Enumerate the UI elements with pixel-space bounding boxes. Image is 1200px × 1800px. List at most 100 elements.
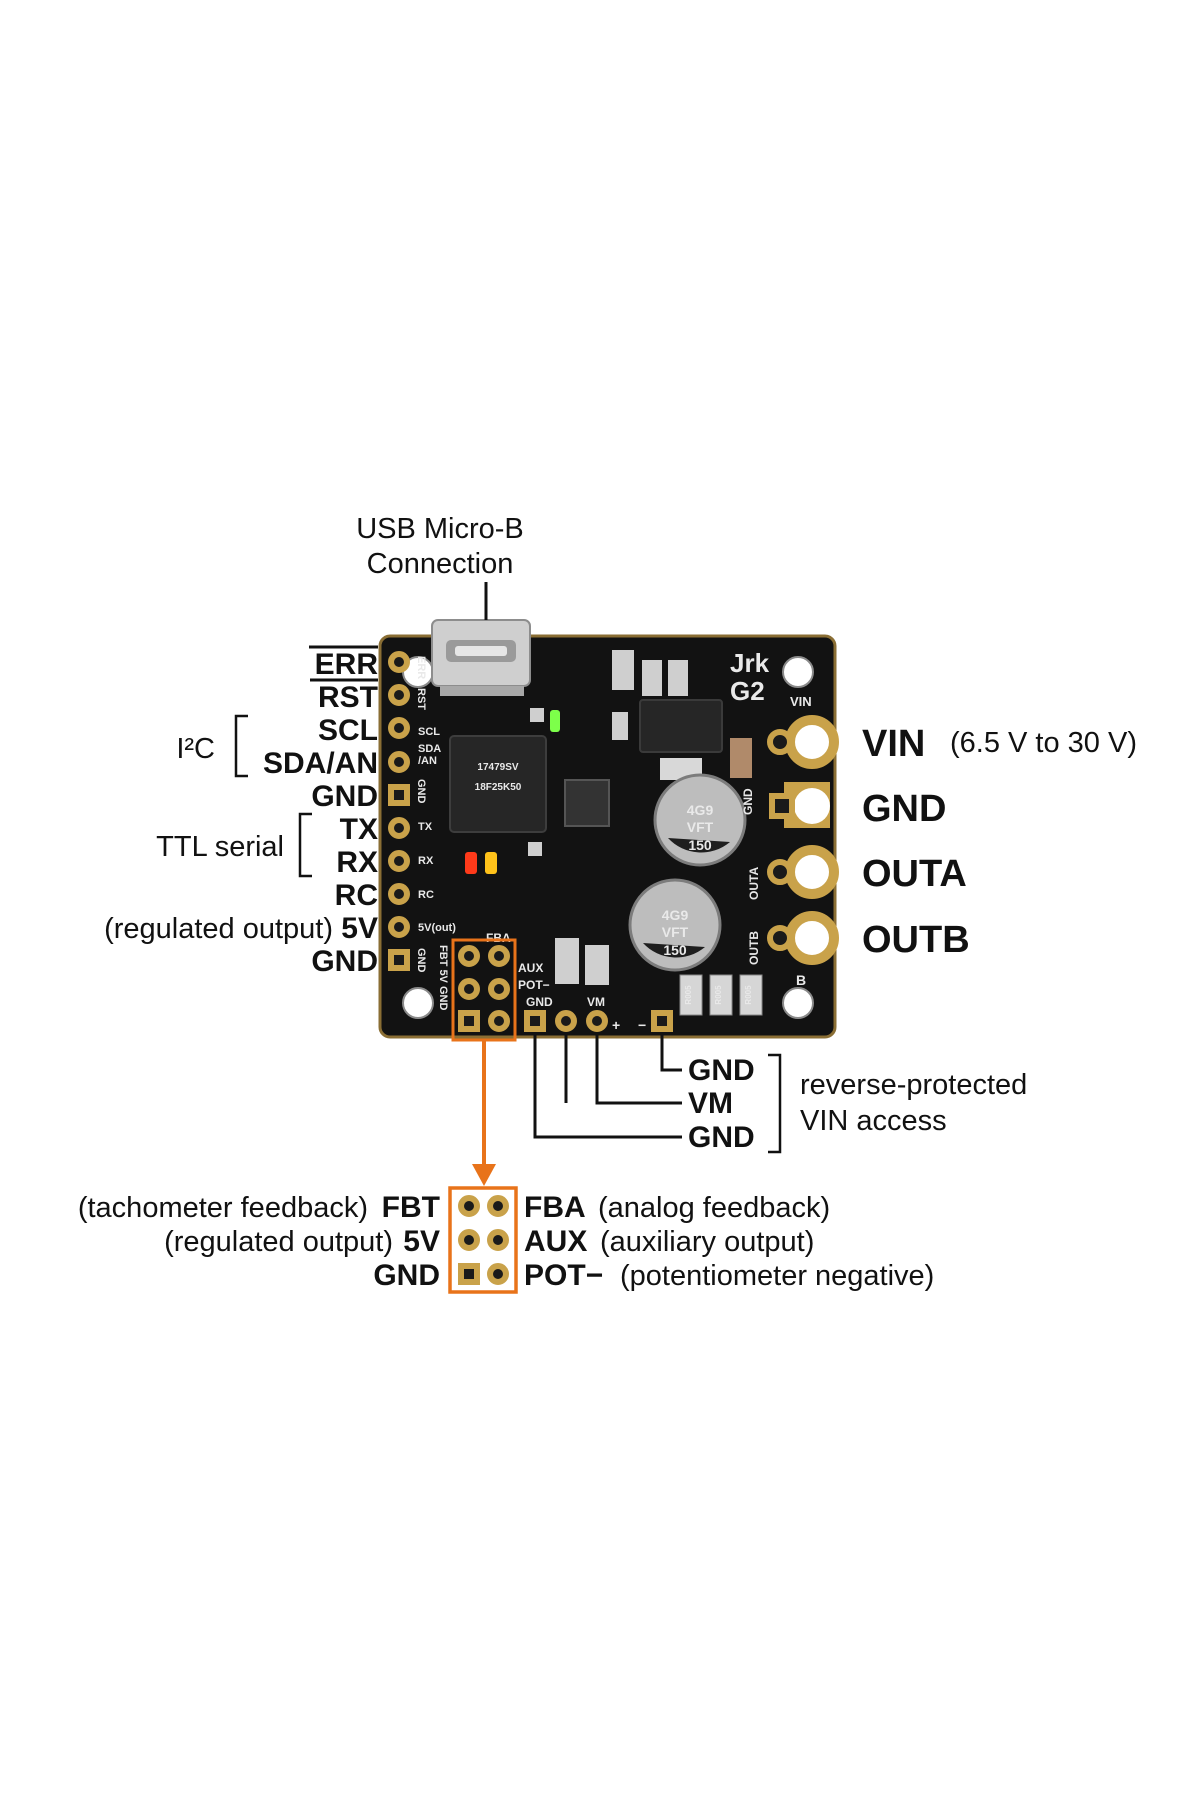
status-led-green [550, 710, 560, 732]
smd-component [585, 945, 609, 985]
left-header-pads [388, 651, 410, 971]
bottom-power-pads [524, 1010, 673, 1032]
silk-rc: RC [418, 889, 434, 901]
smd-component [530, 708, 544, 722]
silk-5vout: 5V(out) [418, 922, 456, 934]
header-label-aux: AUX [524, 1225, 587, 1258]
silk-gnd2: GND [415, 948, 427, 973]
mounting-hole [782, 656, 814, 688]
header-label-pot: POT− [524, 1259, 603, 1292]
silk-an: /AN [418, 755, 437, 767]
usb-micro-b-connector [431, 619, 531, 696]
silk-sda: SDA [418, 743, 441, 755]
electrolytic-capacitor-lower: 4G9 VFT 150 [628, 878, 722, 972]
silk-vm: VM [587, 995, 605, 1009]
header-label-fbt: FBT [382, 1191, 440, 1224]
silk-err: ERR [415, 656, 427, 679]
power-label-gnd-b: GND [688, 1121, 755, 1154]
silk-tx: TX [418, 821, 433, 833]
feedback-header-detail: FBT (tachometer feedback) 5V (regulated … [78, 1186, 934, 1294]
terminal-label-gnd: GND [862, 788, 946, 830]
silk-gnd-terminal: GND [741, 788, 755, 815]
header-desc-fba: (analog feedback) [598, 1192, 830, 1224]
ttl-serial-group: TTL serial [156, 812, 312, 878]
smd-component [612, 712, 628, 740]
pin-label-5v: 5V [341, 912, 378, 945]
feedback-header-pads-board [458, 945, 510, 1032]
header-desc-5v: (regulated output) [164, 1226, 393, 1258]
header-label-gnd: GND [373, 1259, 440, 1292]
smd-component [555, 938, 579, 984]
microcontroller-chip: 17479SV 18F25K50 [449, 735, 547, 833]
silk-aux: AUX [518, 961, 543, 975]
pin-label-rc: RC [335, 879, 378, 912]
header-label-fba: FBA [524, 1191, 586, 1224]
silk-pot: POT− [518, 978, 550, 992]
silk-brand-g2: G2 [730, 676, 765, 706]
usb-label-line2: Connection [367, 548, 514, 580]
circuit-board: 17479SV 18F25K50 4G9 VFT 150 [378, 619, 839, 1042]
ttl-serial-label: TTL serial [156, 831, 284, 863]
header-pad-5v [458, 1229, 480, 1251]
resistor-marking: R005 [744, 985, 753, 1005]
header-pad-gnd [458, 1263, 480, 1285]
vin-access-label: VIN access [800, 1105, 947, 1137]
silk-outb: OUTB [747, 931, 761, 965]
chip-marking: 17479SV [477, 762, 518, 773]
resistor-marking: R005 [714, 985, 723, 1005]
header-pad-fba [487, 1195, 509, 1217]
cap-code: 4G9 [687, 802, 714, 818]
sense-resistors: R005 R005 R005 [679, 974, 763, 1016]
power-label-gnd-a: GND [688, 1054, 755, 1087]
pin-label-rx: RX [336, 846, 378, 879]
power-label-vm: VM [688, 1087, 733, 1120]
header-pad-aux [487, 1229, 509, 1251]
pin-label-sda-an: SDA/AN [263, 747, 378, 780]
terminal-label-outb: OUTB [862, 919, 970, 961]
usb-label-line1: USB Micro-B [356, 513, 524, 545]
resistor-marking: R005 [684, 985, 693, 1005]
cap-value: 150 [663, 942, 687, 958]
right-terminal-labels: VIN (6.5 V to 30 V) GND OUTA OUTB [862, 723, 1137, 961]
pin-label-tx: TX [340, 813, 378, 846]
silk-brand-jrk: Jrk [730, 648, 770, 678]
mounting-hole [402, 987, 434, 1019]
header-desc-fbt: (tachometer feedback) [78, 1192, 368, 1224]
silk-rst: RST [415, 688, 427, 710]
silk-outa: OUTA [747, 867, 761, 900]
i2c-group: I²C [176, 714, 248, 778]
smd-component [564, 779, 610, 827]
mounting-hole [782, 987, 814, 1019]
cap-code: VFT [662, 924, 689, 940]
smd-component [730, 738, 752, 778]
bottom-power-labels: GND VM GND reverse-protected VIN access [688, 1053, 1027, 1154]
header-label-5v: 5V [403, 1225, 440, 1258]
voltage-regulator [639, 699, 723, 753]
silk-minus: − [638, 1017, 646, 1033]
i2c-label: I²C [176, 733, 215, 765]
silk-gnd1: GND [415, 779, 427, 804]
silk-fba: FBA [486, 931, 511, 945]
cap-value: 150 [688, 837, 712, 853]
silk-fbt-5v-gnd: FBT 5V GND [437, 945, 449, 1010]
silk-plus: + [612, 1017, 620, 1033]
pin-label-err: ERR [315, 648, 379, 681]
pin-label-gnd-2: GND [311, 945, 378, 978]
reverse-protected-label: reverse-protected [800, 1069, 1027, 1101]
smd-component [642, 660, 662, 696]
smd-component [528, 842, 542, 856]
silk-vin: VIN [790, 694, 812, 709]
header-desc-aux: (auxiliary output) [600, 1226, 814, 1258]
terminal-label-outa: OUTA [862, 853, 967, 895]
right-terminal-pads [767, 715, 839, 965]
terminal-label-vin: VIN [862, 723, 925, 765]
status-led-red [465, 852, 477, 874]
header-desc-pot: (potentiometer negative) [620, 1260, 934, 1292]
reverse-protected-bracket [768, 1053, 782, 1154]
chip-part-number: 18F25K50 [475, 782, 522, 793]
pin-label-rst: RST [318, 681, 378, 714]
silk-rx: RX [418, 855, 434, 867]
feedback-header-arrow [472, 1040, 496, 1186]
